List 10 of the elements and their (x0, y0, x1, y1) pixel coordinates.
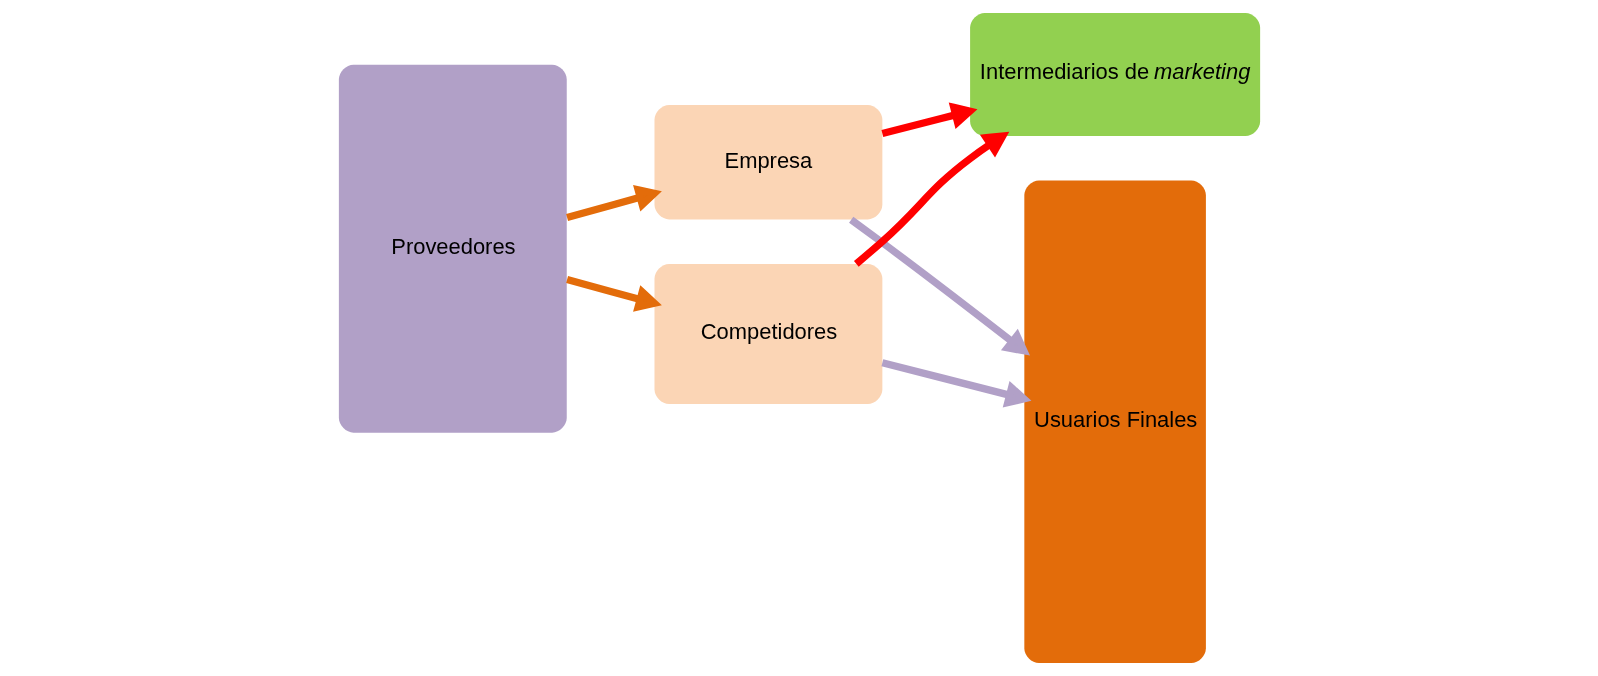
node-box: Intermediarios de marketing (969, 12, 1260, 136)
arrow (565, 185, 662, 222)
node-box: Competidores (654, 263, 882, 405)
node-box: Proveedores (338, 64, 567, 433)
node-box: Empresa (654, 104, 882, 220)
arrow (880, 102, 977, 138)
node-box: Usuarios Finales (1023, 180, 1206, 664)
arrow (853, 131, 1009, 267)
arrow (565, 276, 662, 312)
arrow (880, 359, 1031, 408)
